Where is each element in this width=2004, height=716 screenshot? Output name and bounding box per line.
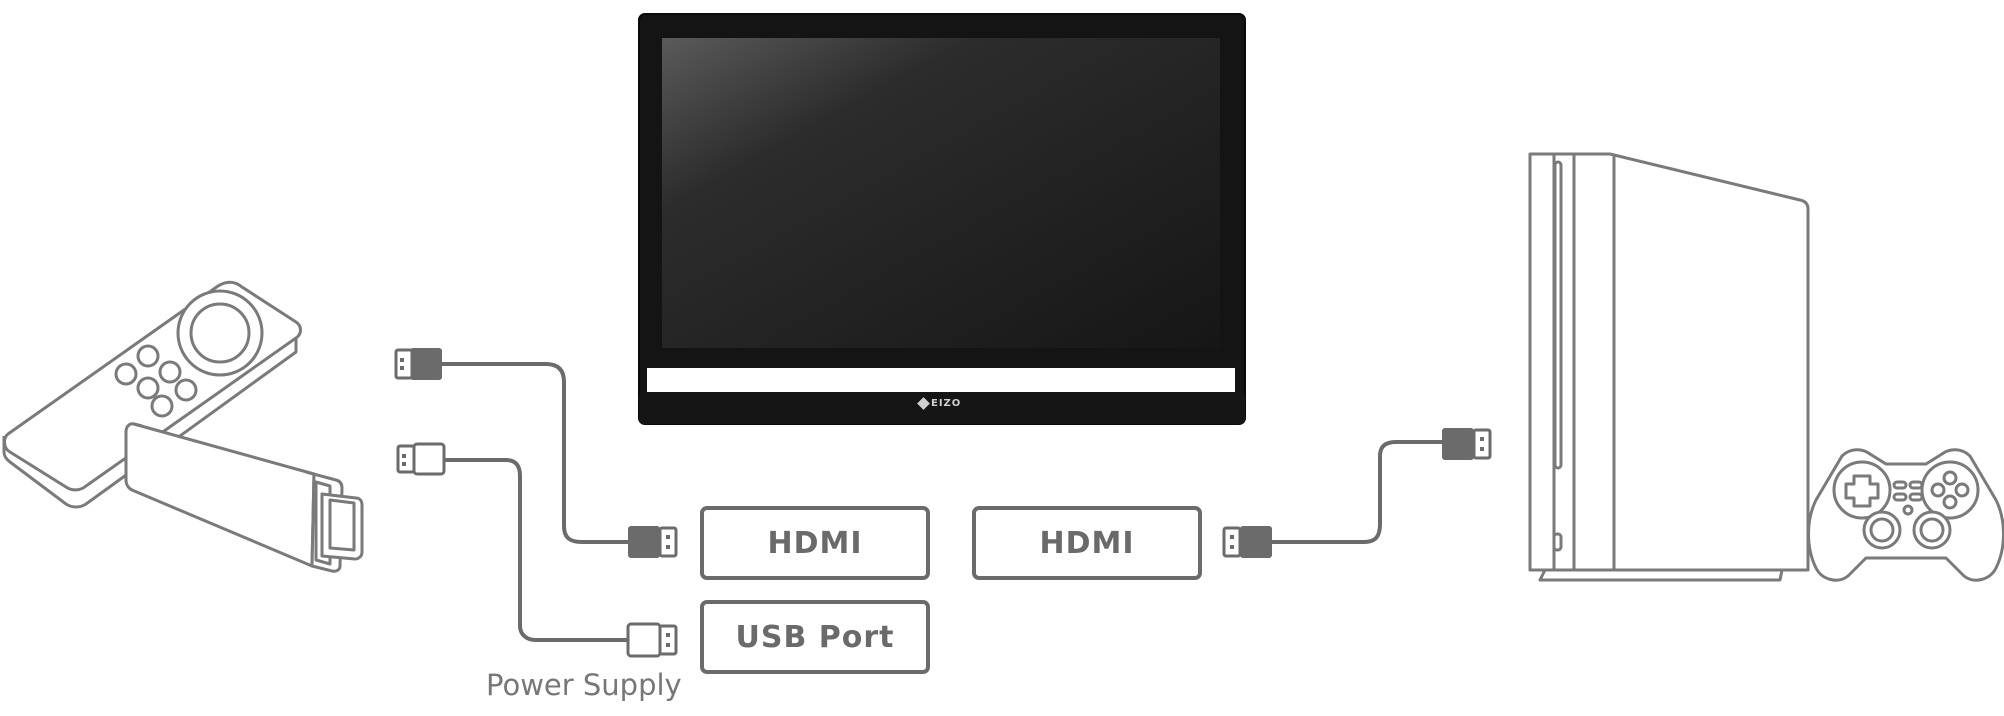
usb-plug-icon	[396, 442, 446, 476]
monitor-brand-logo: EIZO	[917, 397, 962, 410]
usb-cable	[444, 458, 630, 642]
streaming-stick-icon	[124, 422, 364, 573]
brand-diamond-icon	[917, 397, 930, 410]
gamepad-icon	[1807, 448, 2004, 582]
remote-control-icon	[2, 280, 302, 509]
hdmi-plug-icon	[1442, 428, 1492, 460]
hdmi-cable-right	[1270, 440, 1444, 544]
hdmi-port-label-right: HDMI	[972, 506, 1202, 580]
hdmi-cable-left	[440, 362, 630, 544]
power-supply-caption: Power Supply	[486, 668, 682, 702]
hdmi-plug-icon	[1222, 526, 1272, 558]
cables	[440, 362, 1444, 642]
hdmi-plug-icon	[628, 526, 678, 558]
game-console-icon	[1528, 152, 1810, 582]
usb-port-label: USB Port	[700, 600, 930, 674]
hdmi-plug-icon	[394, 348, 442, 380]
brand-text: EIZO	[931, 398, 962, 409]
hdmi-port-label-left: HDMI	[700, 506, 930, 580]
usb-plug-icon	[626, 622, 678, 658]
monitor-icon	[638, 13, 1246, 425]
